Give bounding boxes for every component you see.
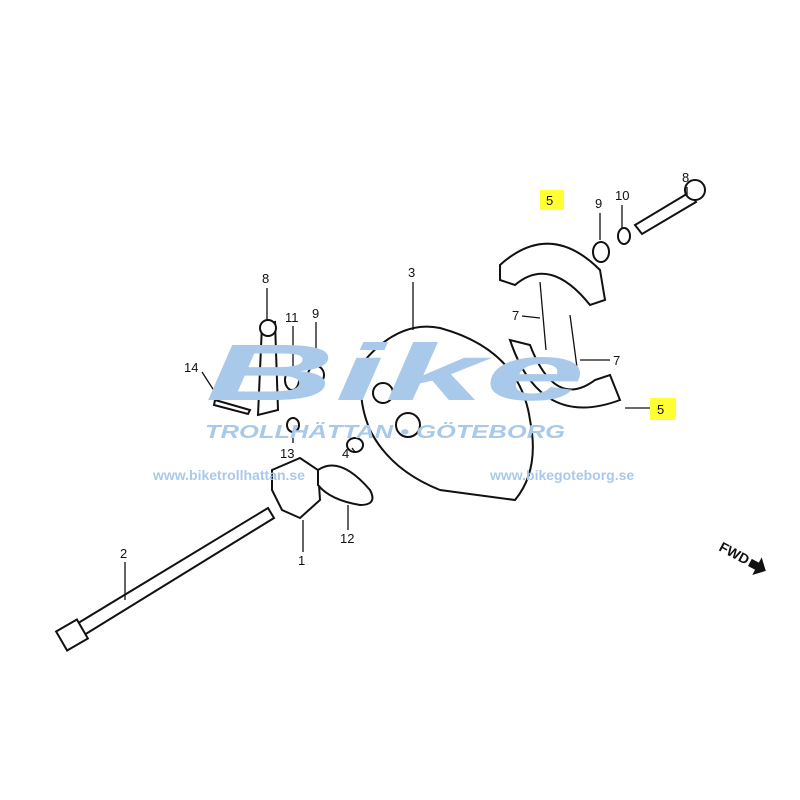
callout-8-left: 8 <box>262 271 269 286</box>
callout-8-right: 8 <box>682 170 689 185</box>
callout-12: 12 <box>340 531 354 546</box>
watermark-logo: Bike <box>205 328 585 417</box>
callout-3: 3 <box>408 265 415 280</box>
callout-10: 10 <box>615 188 629 203</box>
part-brake-shoe-upper <box>499 242 607 307</box>
callout-1: 1 <box>298 553 305 568</box>
part-spring-b <box>569 314 579 376</box>
callout-13: 13 <box>280 446 294 461</box>
callout-14: 14 <box>184 360 198 375</box>
fwd-indicator: FWD <box>717 539 766 576</box>
part-indicator-10 <box>617 227 631 245</box>
callout-2: 2 <box>120 546 127 561</box>
callout-9-left: 9 <box>312 306 319 321</box>
part-spring-a <box>539 281 547 351</box>
fwd-label: FWD <box>717 539 753 568</box>
callout-7-upper: 7 <box>512 308 519 323</box>
callout-7-lower: 7 <box>613 353 620 368</box>
part-washer-11 <box>284 369 300 391</box>
watermark-tagline: TROLLHÄTTAN • GÖTEBORG <box>205 422 565 442</box>
watermark-url-left: www.biketrollhattan.se <box>152 467 305 483</box>
callout-5-lower: 5 <box>657 402 664 417</box>
highlight-5-upper <box>540 190 564 210</box>
watermark-url-right: www.bikegoteborg.se <box>489 467 634 483</box>
callout-11: 11 <box>285 310 299 325</box>
callout-9-right: 9 <box>595 196 602 211</box>
part-axle <box>54 506 276 652</box>
fwd-arrow-icon <box>748 557 766 576</box>
callout-5-upper: 5 <box>546 193 553 208</box>
part-brake-panel <box>360 325 534 502</box>
part-gasket <box>317 464 374 507</box>
callout-labels: 2 1 3 4 12 13 14 11 9 8 7 7 5 5 9 10 8 <box>120 170 689 568</box>
part-plate <box>271 456 322 520</box>
part-bolt-14 <box>212 398 252 416</box>
part-brake-shoe-lower <box>508 338 622 409</box>
leader-lines <box>124 187 688 600</box>
part-cam <box>633 190 698 236</box>
part-cam-boss <box>372 382 394 404</box>
callout-4: 4 <box>342 446 349 461</box>
part-pivot-boss <box>395 412 421 438</box>
part-seal-9 <box>592 241 610 263</box>
highlight-5-lower <box>650 398 676 420</box>
watermark: Bike TROLLHÄTTAN • GÖTEBORG www.biketrol… <box>152 328 634 483</box>
